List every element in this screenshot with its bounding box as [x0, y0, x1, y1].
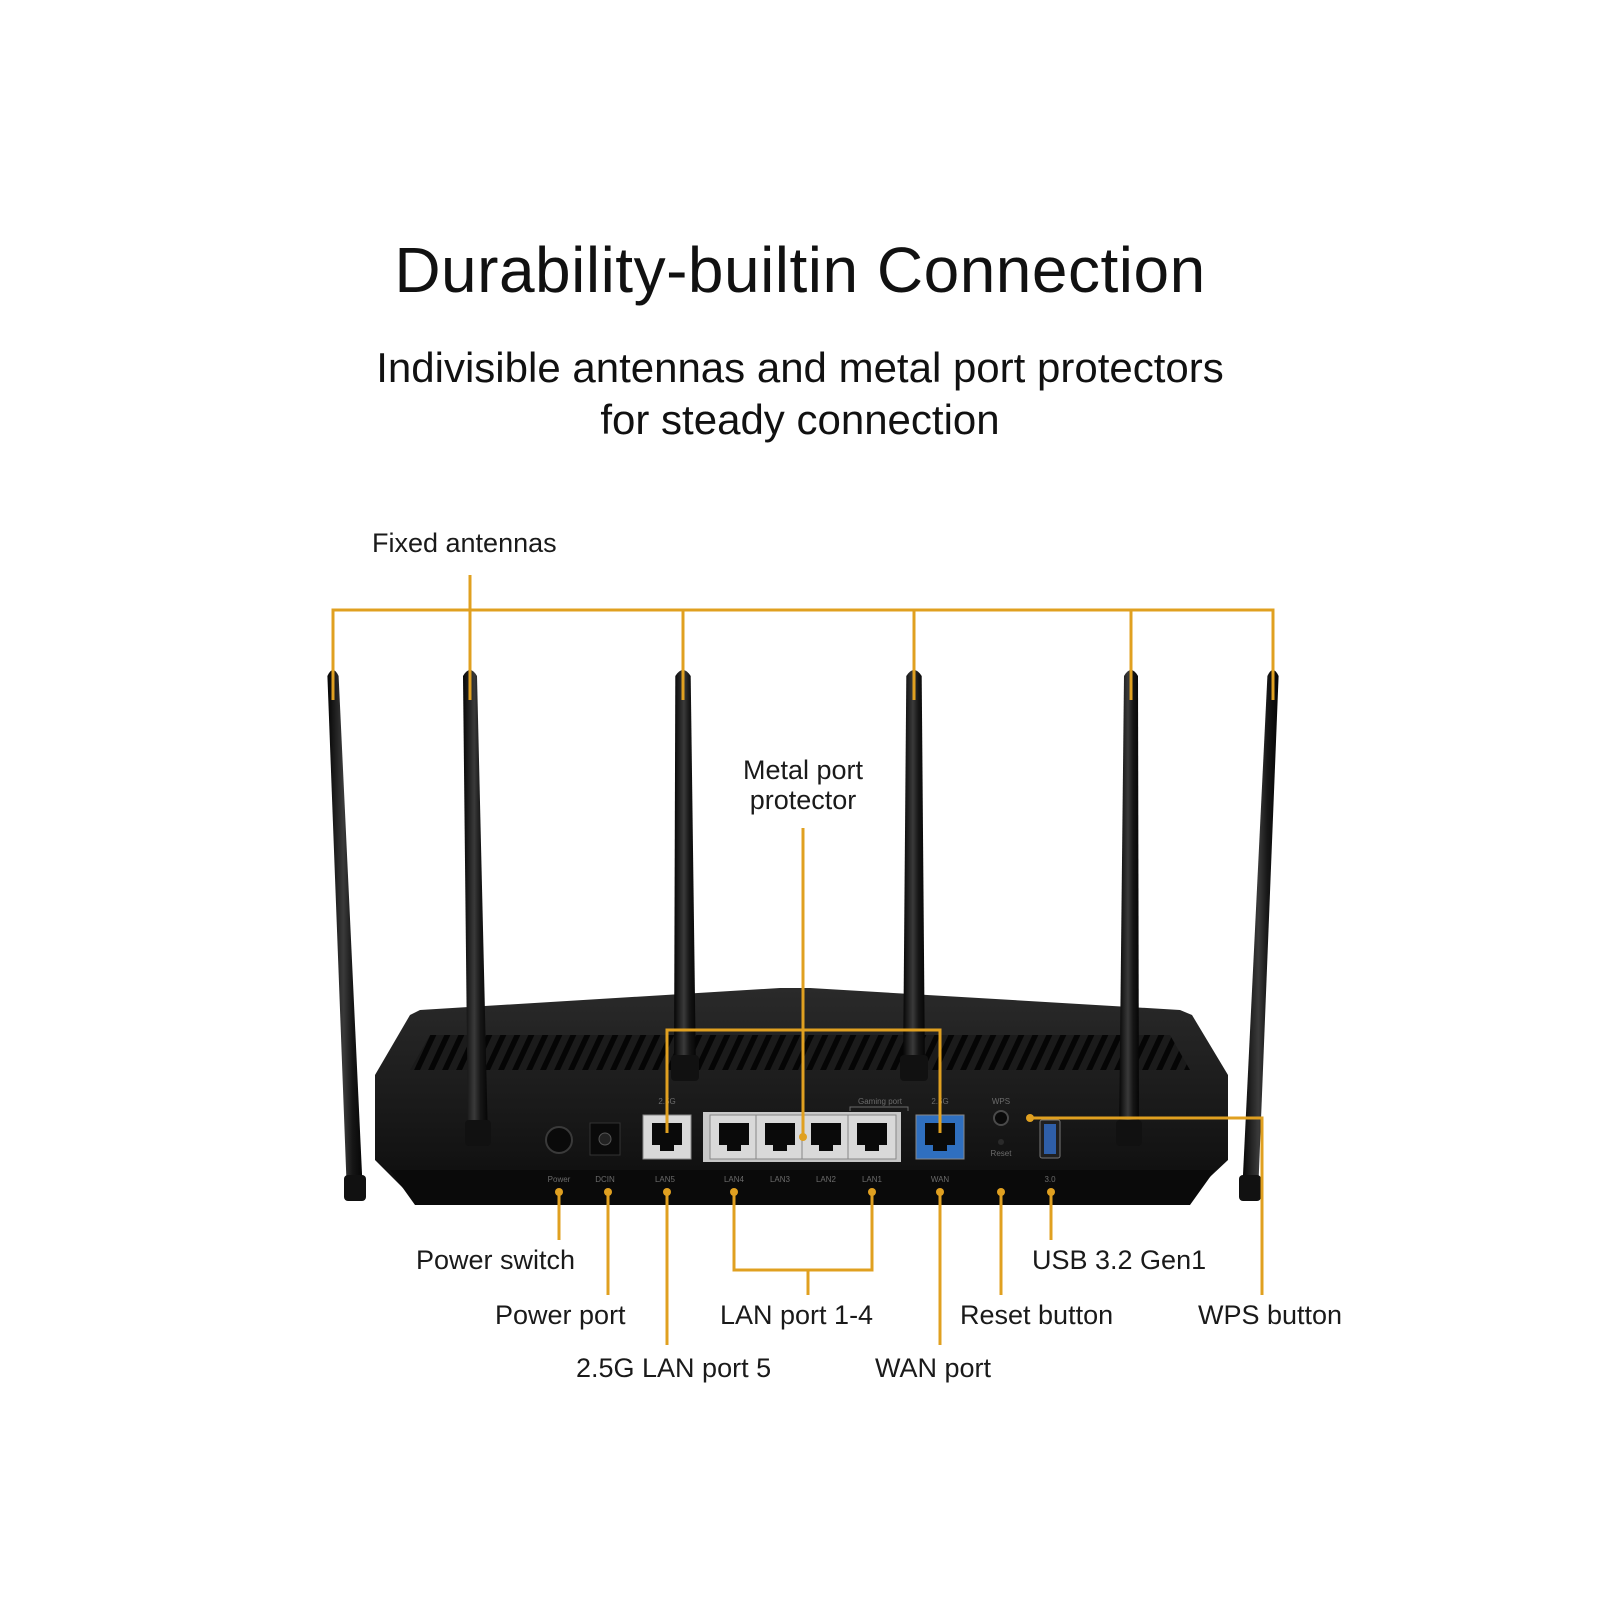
port-opening	[811, 1123, 841, 1151]
antenna-5	[1119, 670, 1139, 1140]
antenna-2	[463, 670, 488, 1140]
subtitle-line-1: Indivisible antennas and metal port prot…	[376, 344, 1224, 391]
port-opening	[719, 1123, 749, 1151]
antenna-hinge	[1239, 1175, 1261, 1201]
gaming-port-label: Gaming port	[858, 1097, 903, 1106]
lan-ports-1-4-label: LAN port 1-4	[720, 1300, 874, 1330]
metal-port-protector-line-1: Metal port	[742, 755, 864, 785]
gaming-port-bracket	[849, 1106, 909, 1111]
lan3-panel-label: LAN3	[770, 1175, 791, 1184]
dcin-panel-label: DCIN	[595, 1175, 615, 1184]
antenna-hinge	[900, 1055, 928, 1081]
subtitle-line-2: for steady connection	[600, 396, 1000, 443]
antenna-1	[327, 670, 363, 1195]
metal-protector-bracket	[665, 1028, 942, 1133]
page-subtitle: Indivisible antennas and metal port prot…	[0, 342, 1600, 446]
callout-dots	[555, 1114, 1055, 1196]
reset-button-hole[interactable]	[998, 1139, 1004, 1145]
port-opening	[857, 1123, 887, 1151]
antennas	[327, 670, 1279, 1201]
wps-panel-label: WPS	[992, 1097, 1010, 1106]
port-opening	[652, 1123, 682, 1151]
callout-lines	[331, 575, 1275, 1345]
usb-label: USB 3.2 Gen1	[1032, 1245, 1207, 1275]
power-panel-label: Power	[548, 1175, 571, 1184]
antenna-hinge	[344, 1175, 366, 1201]
port-opening	[925, 1123, 955, 1151]
lan4-panel-label: LAN4	[724, 1175, 745, 1184]
reset-panel-label: Reset	[991, 1149, 1013, 1158]
antenna-hinge	[1116, 1120, 1142, 1146]
reset-button-label: Reset button	[960, 1300, 1114, 1330]
antenna-6	[1242, 670, 1279, 1195]
usb-panel-label: 3.0	[1044, 1175, 1056, 1184]
wan-port-label: WAN port	[875, 1353, 992, 1383]
metal-port-protector-label: Metal port protector	[703, 755, 903, 815]
power-switch-label: Power switch	[416, 1245, 576, 1275]
antenna-4	[903, 670, 925, 1075]
wan-panel-label: WAN	[931, 1175, 950, 1184]
fixed-antennas-label: Fixed antennas	[372, 528, 557, 558]
antenna-3	[674, 670, 696, 1075]
antenna-bracket-line	[331, 608, 1275, 700]
lan-port-5-label: 2.5G LAN port 5	[576, 1353, 772, 1383]
antenna-hinge	[465, 1120, 491, 1146]
metal-port-protector-line-2: protector	[749, 785, 857, 815]
lan2-panel-label: LAN2	[816, 1175, 837, 1184]
antenna-hinge	[671, 1055, 699, 1081]
wps-button-label: WPS button	[1198, 1300, 1343, 1330]
lan1-panel-label: LAN1	[862, 1175, 883, 1184]
power-port-label: Power port	[495, 1300, 626, 1330]
wps-button-knob[interactable]	[993, 1110, 1009, 1126]
power-switch-knob[interactable]	[545, 1126, 573, 1154]
page-title: Durability-builtin Connection	[394, 234, 1206, 306]
lan5-panel-label: LAN5	[655, 1175, 676, 1184]
port-opening	[765, 1123, 795, 1151]
